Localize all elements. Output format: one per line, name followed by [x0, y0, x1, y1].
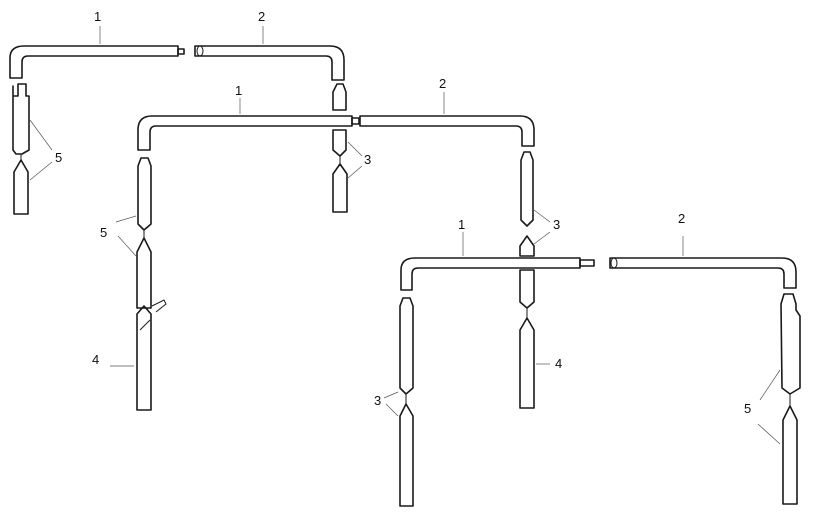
c-bar2-socket — [610, 257, 618, 269]
label-leaders — [99, 26, 684, 256]
label-part-2-c: 2 — [678, 211, 686, 226]
c-tube-right-upper — [780, 293, 801, 395]
c-tube-left-lower — [399, 403, 414, 507]
b-vertical-connector-3 — [332, 83, 347, 157]
a-tube-upper — [12, 83, 30, 155]
label-part-2-b: 2 — [439, 76, 447, 91]
b-tube-right-upper — [520, 151, 534, 227]
c-tube-left-upper — [399, 297, 414, 395]
b-bar1-tip — [351, 117, 360, 125]
c-tube-4 — [519, 317, 535, 409]
c-tube-right-lower — [782, 405, 798, 505]
a-bar2-socket — [196, 45, 204, 57]
b-side-fitting — [151, 299, 167, 313]
a-tube-lower — [13, 159, 29, 215]
label-part-1-b: 1 — [235, 83, 243, 98]
assembly-b — [110, 83, 551, 411]
c-elbow-bar-part2 — [609, 257, 797, 289]
c-elbow-bar-part1 — [400, 257, 581, 291]
label-part-3-c-right: 3 — [553, 217, 561, 232]
label-part-3-c-left: 3 — [374, 393, 382, 408]
b-tube-left-upper — [137, 157, 152, 231]
a-elbow-bar-part2 — [194, 45, 345, 81]
label-part-4-c: 4 — [555, 356, 563, 371]
assembly-c — [383, 235, 801, 507]
assembly-a — [9, 45, 345, 215]
c-vertical-connector-3 — [519, 235, 535, 309]
b-tube-left-middle — [136, 237, 152, 309]
b-tube-left-lower-4 — [136, 305, 152, 411]
label-part-5-b: 5 — [100, 225, 108, 240]
label-part-5-c: 5 — [744, 401, 752, 416]
label-part-2-a: 2 — [258, 9, 266, 24]
label-part-4-b: 4 — [92, 352, 100, 367]
label-part-1-c: 1 — [458, 217, 466, 232]
a-bar1-tip — [177, 48, 185, 55]
b-elbow-bar-part2 — [359, 115, 535, 147]
b-tube-3-lower — [332, 163, 348, 213]
label-part-3-b: 3 — [364, 152, 372, 167]
label-part-1-a: 1 — [94, 9, 102, 24]
b-elbow-bar-part1 — [137, 115, 353, 151]
label-part-5-a: 5 — [55, 150, 63, 165]
a-elbow-bar-part1 — [9, 45, 179, 79]
c-bar1-tip — [579, 259, 595, 267]
